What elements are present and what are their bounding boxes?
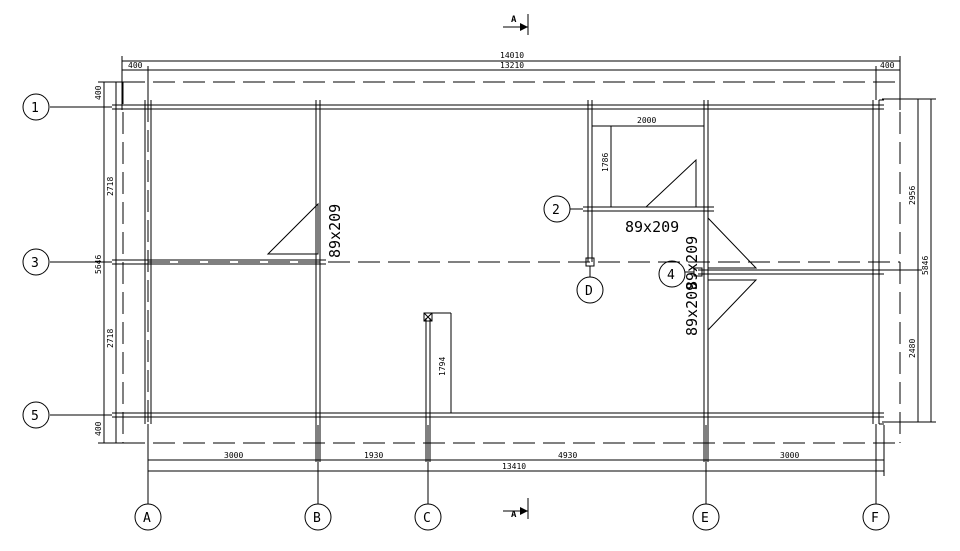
grid-bubble-b: B <box>304 462 332 531</box>
grid-bubble-3: 3 <box>22 248 112 276</box>
grid-bubble-e: E <box>692 462 720 531</box>
section-marker-bottom-label: A <box>511 510 517 520</box>
dim-bottom-seg-1: 3000 <box>224 451 243 460</box>
svg-text:3: 3 <box>31 256 39 271</box>
door-2-label: 89x209 <box>625 218 679 236</box>
svg-text:5: 5 <box>31 409 39 424</box>
dim-bottom-seg-2: 1930 <box>364 451 383 460</box>
grid-bubble-2: 2 <box>543 195 583 223</box>
door-at-e-lower: 89x209 <box>683 279 758 336</box>
dim-right-total: 5846 <box>921 256 930 275</box>
dim-left-offset: 400 <box>128 61 143 70</box>
svg-text:2: 2 <box>552 203 560 218</box>
dim-room-depth: 1786 <box>601 153 610 172</box>
door-at-2: 89x209 <box>625 158 697 236</box>
dim-bottom-seg-4: 3000 <box>780 451 799 460</box>
top-dimensions: 14010 13210 400 400 <box>121 51 901 110</box>
grid-bubble-f: F <box>862 424 890 531</box>
grid-bubble-d: D <box>576 266 604 304</box>
dim-overall-width: 14010 <box>500 51 524 60</box>
svg-text:4: 4 <box>667 268 675 283</box>
section-marker-top: A <box>503 14 529 35</box>
door-e-lower-label: 89x209 <box>683 282 701 336</box>
grid-bubble-c: C <box>414 462 442 531</box>
section-marker-top-label: A <box>511 15 517 25</box>
svg-text:A: A <box>143 511 151 526</box>
section-marker-bottom: A <box>503 498 529 520</box>
dim-right-upper: 2956 <box>908 186 917 205</box>
svg-text:B: B <box>313 511 321 526</box>
interior-walls: 1794 2000 1786 <box>112 100 900 462</box>
dim-inner-width: 13210 <box>500 61 524 70</box>
grid-bubble-a: A <box>134 424 162 531</box>
door-b-label: 89x209 <box>326 204 344 258</box>
dim-left-span-lower: 2718 <box>106 329 115 348</box>
svg-text:F: F <box>871 511 879 526</box>
dim-top-offset: 400 <box>94 85 103 100</box>
svg-text:E: E <box>701 511 709 526</box>
svg-text:C: C <box>423 511 431 526</box>
grid-bubble-1: 1 <box>22 93 112 121</box>
door-at-b: 89x209 <box>266 202 344 258</box>
dim-left-span-upper: 2718 <box>106 177 115 196</box>
dim-bottom-total: 13410 <box>502 462 526 471</box>
svg-text:1: 1 <box>31 101 39 116</box>
svg-text:D: D <box>585 284 593 299</box>
grid-bubble-4: 4 <box>658 260 694 288</box>
right-dimensions: 2956 5846 2480 <box>880 98 936 423</box>
door-at-e-upper: 89x209 <box>683 216 758 290</box>
grid-bubble-5: 5 <box>22 401 112 429</box>
dim-room-width: 2000 <box>637 116 656 125</box>
bottom-dimensions: 3000 1930 4930 3000 13410 <box>147 425 885 476</box>
dim-bottom-seg-3: 4930 <box>558 451 577 460</box>
dim-right-offset: 400 <box>880 61 895 70</box>
door-e-upper-label: 89x209 <box>683 236 701 290</box>
dim-right-lower: 2480 <box>908 339 917 358</box>
dim-partition-length: 1794 <box>438 357 447 376</box>
dim-bottom-offset: 400 <box>94 421 103 436</box>
dim-left-total: 5646 <box>94 255 103 274</box>
